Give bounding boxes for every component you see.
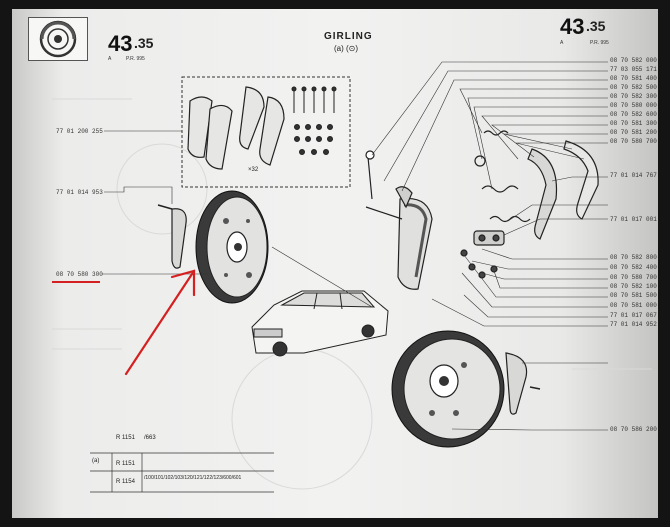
kit-linings: [187, 86, 285, 170]
ref-right-4: 08 70 582 500: [610, 84, 657, 91]
shoe-kit-box: [181, 76, 351, 188]
ref-right-20: 77 01 014 952: [610, 321, 657, 328]
table-row1-codes: /663: [144, 435, 156, 441]
table-row3-codes: /100/101/102/103/120/121/122/123/600/601: [144, 475, 242, 481]
ref-right-18: 08 70 581 000: [610, 302, 657, 309]
ref-right-19: 77 01 017 067: [610, 312, 657, 319]
ref-right-14: 08 70 582 400: [610, 264, 657, 271]
left-leader-lines: [102, 130, 373, 308]
catalog-page: 43 .35 A P.R. 995 GIRLING (a) (⊙) 43 .35…: [12, 9, 658, 518]
car-illustration: [251, 290, 389, 357]
right-tag-pr: P.R. 995: [590, 40, 609, 46]
ref-left-1: 77 01 200 255: [56, 128, 103, 135]
lower-right-backing-plate: [391, 330, 505, 448]
table-row3-model: R 1154: [116, 479, 135, 485]
ref-right-17: 08 70 581 500: [610, 292, 657, 299]
red-arrow-icon: [124, 269, 196, 376]
left-page-number: 43: [108, 31, 133, 56]
kit-quantity: ×32: [248, 167, 259, 173]
brake-drum-thumbnail: [28, 17, 88, 61]
applicability-table-lines: [90, 452, 274, 493]
right-leader-lines: [371, 61, 608, 431]
table-row1-model: R 1151: [116, 435, 135, 441]
ref-left-2: 77 01 014 953: [56, 189, 103, 196]
ref-right-9: 08 70 581 200: [610, 129, 657, 136]
ref-right-1: 08 70 582 000: [610, 57, 657, 64]
right-tag-a: A: [560, 40, 564, 46]
lower-lever: [505, 352, 528, 415]
ref-right-21: 08 70 586 200: [610, 426, 657, 433]
ref-right-15: 08 70 580 700: [610, 274, 657, 281]
brake-drum-icon: [39, 20, 77, 58]
ref-right-11: 77 01 014 767: [610, 172, 657, 179]
ref-right-5: 08 70 582 300: [610, 93, 657, 100]
left-backing-plate: [195, 190, 269, 304]
right-page-number: 43: [560, 14, 585, 39]
right-page-sub: .35: [586, 18, 606, 34]
right-shoe-assembly: [365, 130, 599, 290]
ref-right-8: 08 70 581 300: [610, 120, 657, 127]
table-a-label: (a): [92, 458, 100, 464]
page-title: GIRLING: [324, 31, 373, 42]
left-page-sub: .35: [134, 35, 154, 51]
left-tag-a: A: [108, 56, 112, 62]
ref-right-2: 77 03 055 171: [610, 66, 657, 73]
exploded-brake-diagram: [52, 61, 652, 493]
ref-right-7: 08 70 582 600: [610, 111, 657, 118]
handbrake-lever: [171, 208, 187, 269]
ref-right-6: 08 70 580 000: [610, 102, 657, 109]
ref-right-13: 08 70 582 800: [610, 254, 657, 261]
ref-left-3-highlighted: 08 70 580 300: [56, 271, 103, 278]
ref-right-10: 08 70 580 700: [610, 138, 657, 145]
kit-rivets: [291, 86, 337, 155]
ref-right-16: 08 70 582 100: [610, 283, 657, 290]
ref-right-3: 08 70 581 400: [610, 75, 657, 82]
ref-right-12: 77 01 017 001: [610, 216, 657, 223]
page-title-sub: (a) (⊙): [334, 44, 359, 53]
left-tag-pr: P.R. 995: [126, 56, 145, 62]
table-row2-model: R 1151: [116, 461, 135, 467]
